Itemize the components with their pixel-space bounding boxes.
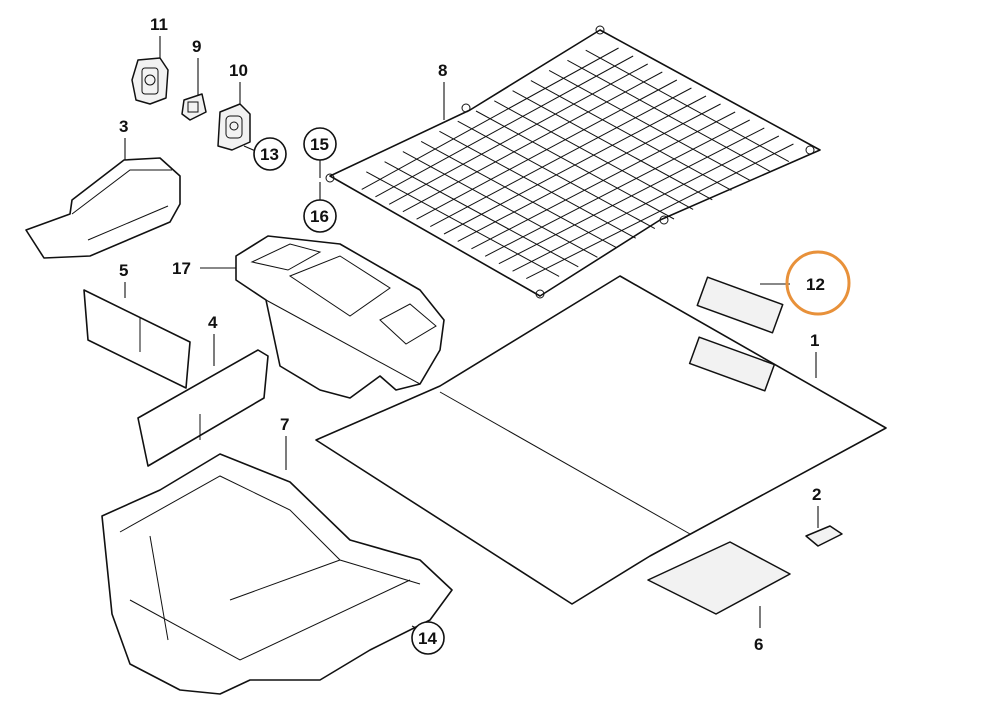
callout-3: 3: [119, 117, 128, 136]
part-11-bracket: [131, 57, 169, 105]
callout-2: 2: [812, 485, 821, 504]
callout-14: 14: [418, 629, 437, 648]
net-grid-line: [512, 90, 713, 201]
callout-10: 10: [229, 61, 248, 80]
net-grid-line: [484, 119, 750, 257]
callout-15: 15: [310, 135, 329, 154]
callout-4: 4: [208, 313, 218, 332]
callout-16-circle: [303, 199, 337, 233]
part-10-lashing-eye: [217, 103, 251, 151]
part-6-cover-plate: [647, 541, 791, 615]
net-grid-line: [526, 143, 794, 280]
net-grid-line: [457, 103, 721, 242]
net-grid-line: [530, 80, 732, 191]
part-8-luggage-net: [325, 25, 821, 299]
callout-17: 17: [172, 259, 191, 278]
callout-7: 7: [280, 415, 289, 434]
net-grid-line: [512, 135, 780, 272]
part-4-panel: [137, 349, 269, 467]
callout-13-circle: [253, 137, 287, 171]
callout-9: 9: [192, 37, 201, 56]
part-2-clip: [805, 525, 843, 547]
net-grid-line: [471, 111, 736, 250]
callout-1: 1: [810, 331, 819, 350]
callout-13: 13: [260, 145, 279, 164]
net-grid-line: [494, 100, 694, 210]
part-3-side-trim: [25, 157, 181, 259]
part-5-panel: [83, 289, 191, 389]
callout-5: 5: [119, 261, 128, 280]
net-grid-line: [443, 95, 707, 235]
part-17-storage-tray: [235, 235, 445, 399]
net-grid-line: [548, 69, 751, 182]
callout-16: 16: [310, 207, 329, 226]
callout-14-circle: [411, 621, 445, 655]
part-1-floor-cover: [315, 275, 887, 605]
callout-8: 8: [438, 61, 447, 80]
net-grid-line: [585, 49, 790, 163]
part-9-clip: [181, 93, 207, 121]
callout-15-circle: [303, 127, 337, 161]
part-7-trunk-well: [101, 453, 453, 695]
callout-11: 11: [150, 15, 168, 34]
callout-6: 6: [754, 635, 763, 654]
net-grid-line: [567, 59, 770, 172]
net-grid-line: [498, 127, 765, 265]
callout-12-highlight: [785, 250, 851, 316]
callout-12: 12: [806, 275, 825, 294]
